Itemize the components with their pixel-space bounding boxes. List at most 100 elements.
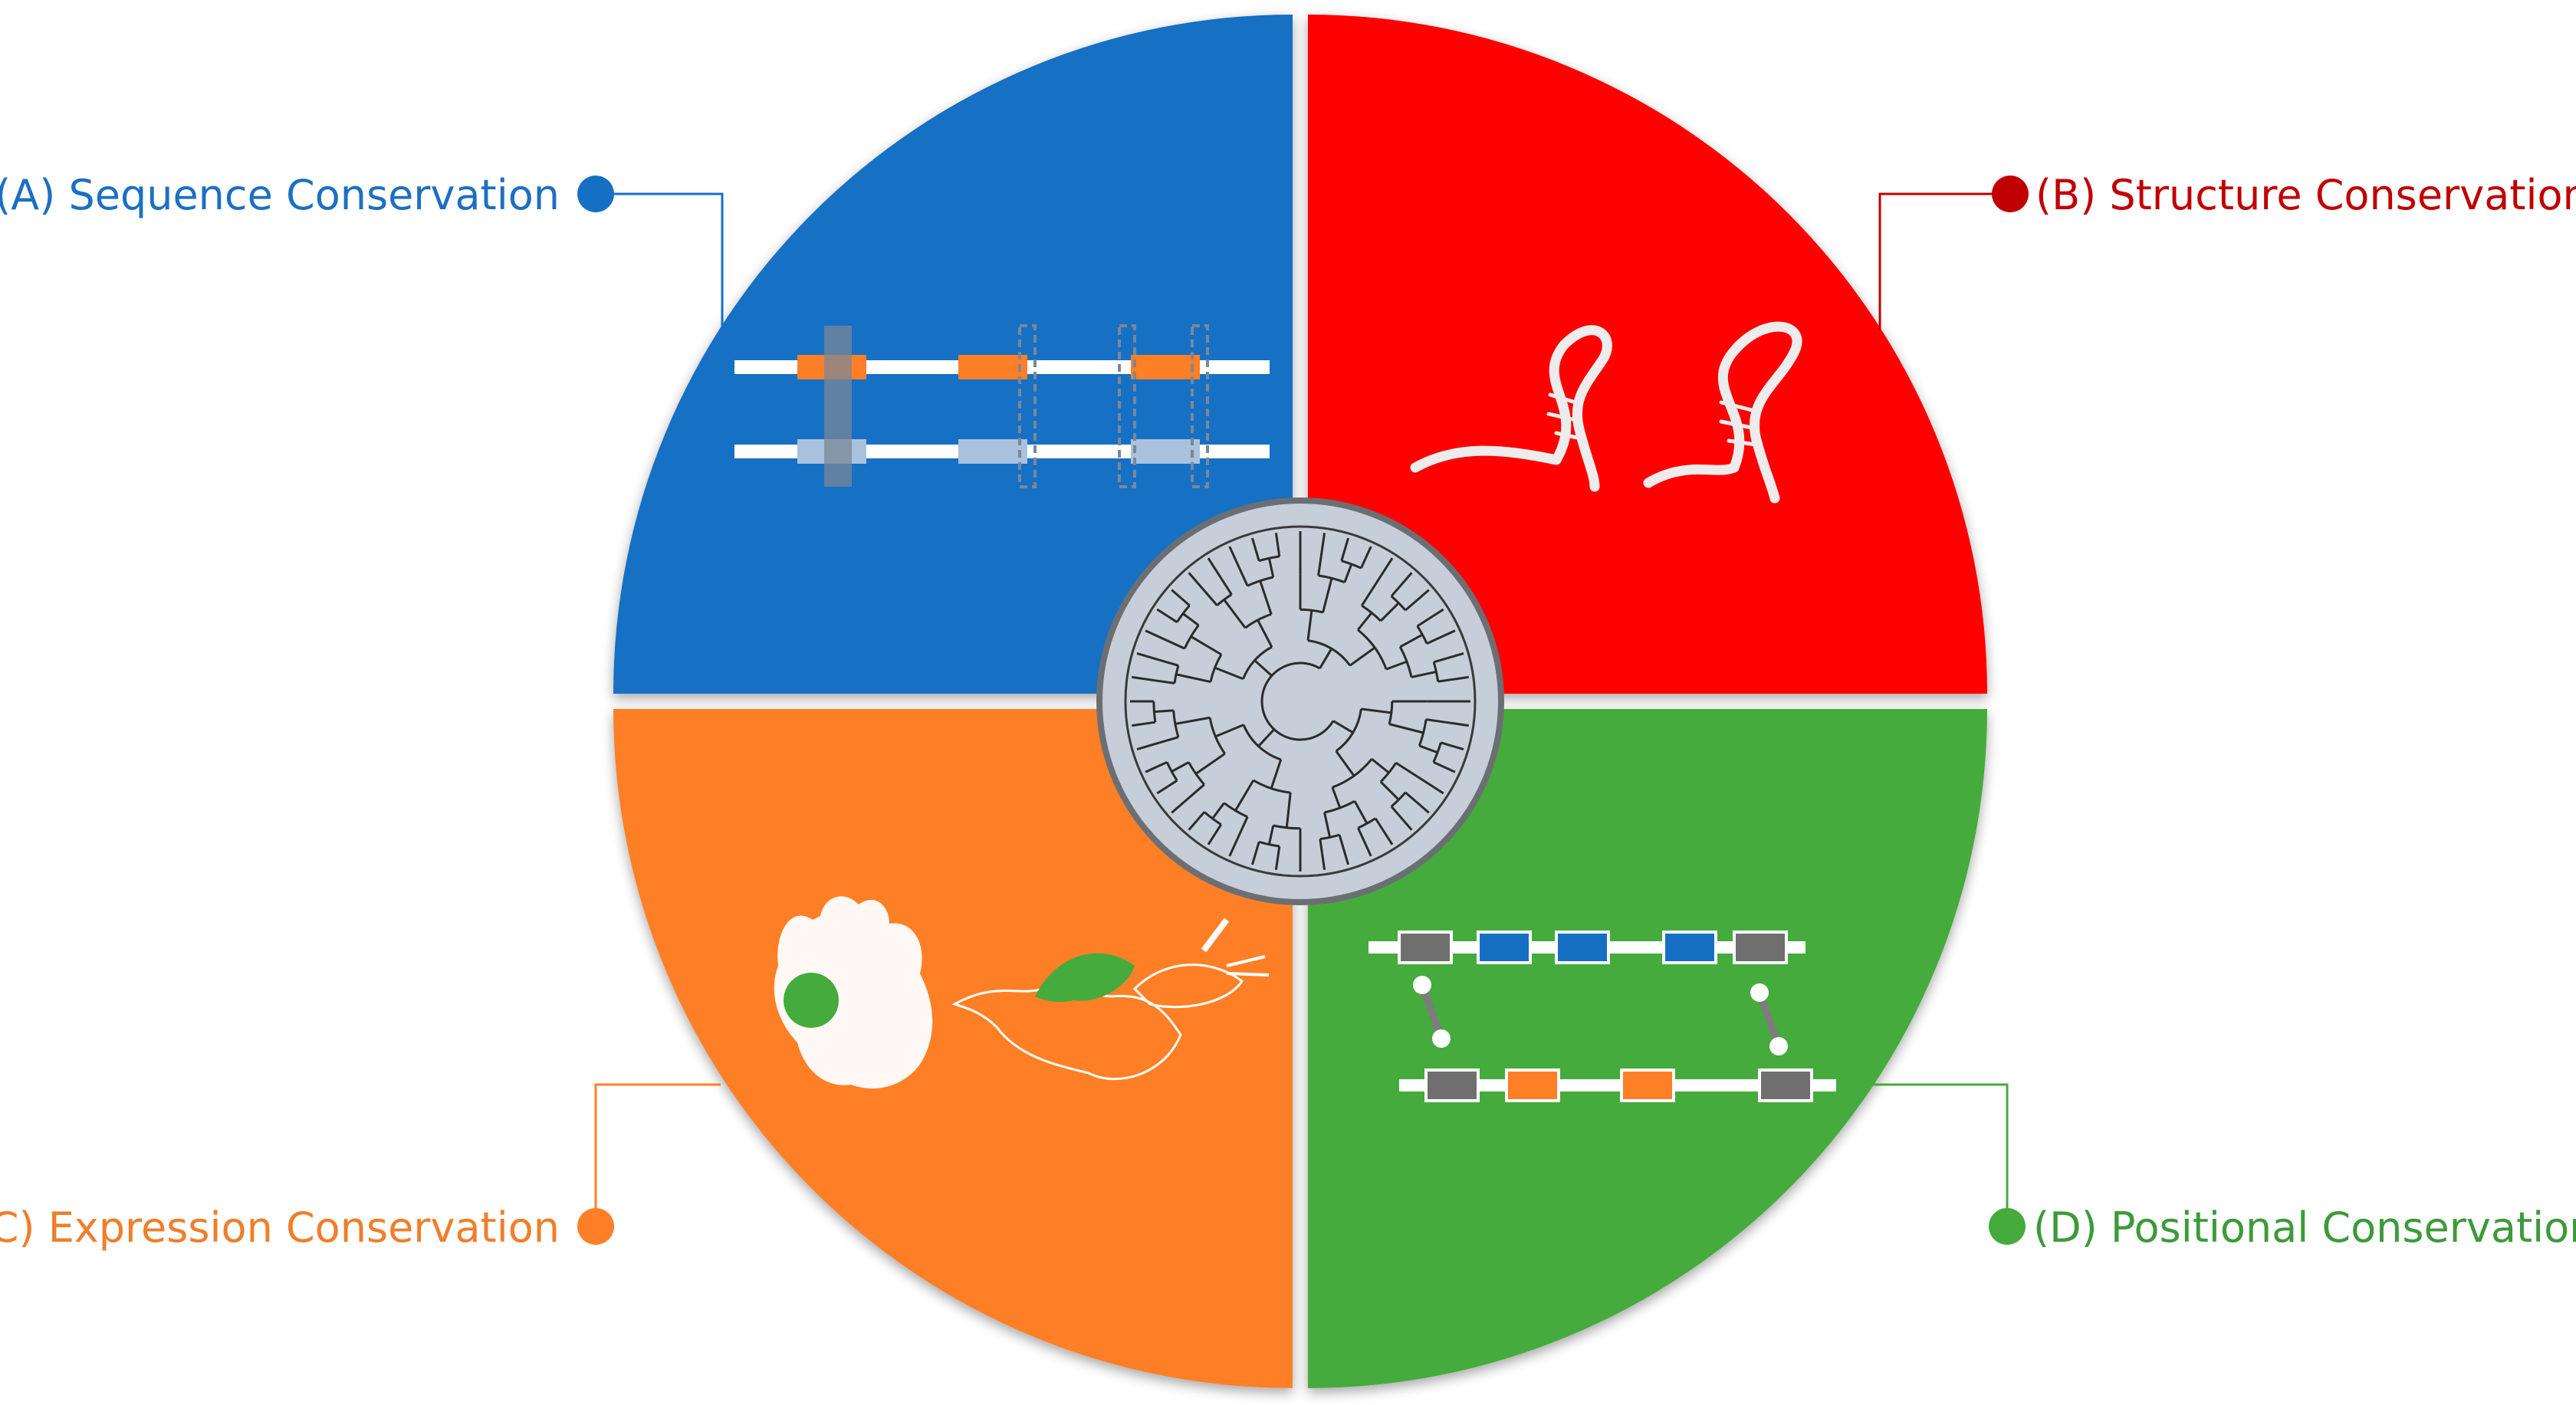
tree-branch: [1267, 557, 1275, 578]
tree-branch: [1362, 840, 1372, 857]
tree-arc: [1253, 779, 1291, 794]
tree-branch: [1154, 709, 1174, 714]
quadrant-d-positional: [1308, 709, 1987, 1388]
tree-branch: [1379, 780, 1400, 801]
tree-branch: [1259, 580, 1273, 615]
tree-branch: [1425, 718, 1446, 724]
tree-branch: [1439, 629, 1456, 639]
tree-arc: [1242, 645, 1273, 680]
tree-branch: [1238, 567, 1249, 586]
tree-branch: [1323, 812, 1332, 838]
tree-branch: [1207, 557, 1222, 579]
tree-branch: [1145, 765, 1158, 773]
tree-arc: [1418, 719, 1428, 747]
tree-branch: [1395, 761, 1418, 778]
tree-branch: [1442, 765, 1456, 773]
tree-branch: [1306, 609, 1313, 641]
tree-branch: [1155, 679, 1175, 684]
tree-branch: [1214, 823, 1222, 835]
tree-branch: [1342, 848, 1349, 865]
tree-branch: [1188, 819, 1198, 831]
tree-branch: [1276, 545, 1281, 557]
tree-arc: [1165, 761, 1178, 782]
tree-arc: [1319, 833, 1340, 841]
tree-branch: [1194, 753, 1226, 775]
tree-branch: [1132, 722, 1145, 727]
rna-hairpin-structures-icon: [1410, 321, 1802, 504]
tree-arc: [1357, 629, 1388, 670]
label-c-dot: [577, 1208, 614, 1245]
tree-branch: [1188, 572, 1206, 592]
tree-branch: [1188, 783, 1205, 799]
tree-branch: [1211, 802, 1225, 819]
tree-branch: [1156, 785, 1169, 795]
tree-branch: [1364, 546, 1372, 560]
tree-arc: [1300, 608, 1323, 614]
tree-branch: [1340, 550, 1346, 562]
tree-branch: [1145, 629, 1168, 642]
tree-branch: [1371, 757, 1390, 774]
tree-branch: [1335, 750, 1355, 777]
tree-branch: [1238, 816, 1249, 835]
tree-arc: [1361, 604, 1382, 622]
tree-branches: [1130, 531, 1470, 872]
tree-branch: [1428, 608, 1444, 620]
tree-branch: [1223, 599, 1247, 629]
tree-arc: [1379, 762, 1398, 783]
tree-branch: [1382, 829, 1394, 845]
tree-arc: [1260, 661, 1335, 741]
tree-branch: [1451, 675, 1469, 681]
label-c: (C) Expression Conservation: [0, 1203, 560, 1252]
tree-arc: [1432, 661, 1440, 682]
tree-branch: [1159, 658, 1179, 667]
hub-circle: [1096, 497, 1504, 905]
tree-branch: [1254, 659, 1273, 677]
tree-branch: [1440, 741, 1452, 747]
tree-arc: [1390, 595, 1407, 612]
heart-and-mouse-brain-icon: [774, 896, 1270, 1089]
aligned-sequences-icon: [734, 324, 1270, 488]
label-a: (A) Sequence Conservation: [0, 171, 560, 219]
tree-branch: [1385, 660, 1408, 671]
tree-branch: [1234, 780, 1255, 812]
tree-arc: [1208, 717, 1226, 755]
synteny-gene-order-icon: [1368, 931, 1836, 1102]
tree-branch: [1190, 635, 1222, 656]
tree-branch: [1317, 556, 1322, 576]
label-b: (B) Structure Conservation: [2036, 171, 2576, 219]
tree-branch: [1374, 557, 1394, 586]
tree-branch: [1254, 841, 1260, 853]
tree-branch: [1196, 811, 1206, 821]
tree-branch: [1357, 827, 1365, 842]
tree-branch: [1390, 585, 1401, 597]
tree-branch: [1285, 792, 1292, 828]
tree-arc: [1258, 555, 1280, 563]
tree-branch: [1426, 636, 1441, 645]
tree-branch: [1257, 619, 1273, 648]
tree-branch: [1267, 825, 1275, 845]
tree-branch: [1331, 786, 1342, 809]
tree-branch: [1322, 578, 1333, 613]
tree-branch: [1343, 537, 1349, 551]
circular-phylogenetic-tree-icon: [1096, 497, 1504, 905]
tree-branch: [1447, 652, 1464, 660]
quadrant-b-structure: [1308, 15, 1987, 694]
tree-branch: [1319, 648, 1333, 669]
tree-branch: [1399, 633, 1424, 648]
tree-branch: [1159, 736, 1179, 744]
tree-branch: [1338, 834, 1345, 849]
quadrant-a-sequence: [613, 15, 1293, 694]
label-d-dot: [1989, 1208, 2026, 1245]
tree-branch: [1171, 589, 1183, 599]
tree-branch: [1414, 800, 1430, 814]
tree-branch: [1418, 744, 1438, 754]
tree-branch: [1251, 852, 1257, 865]
tree-arc: [1432, 742, 1442, 763]
tree-branch: [1444, 721, 1469, 727]
tree-branch: [1319, 533, 1326, 557]
tree-branch: [1175, 716, 1211, 725]
tree-branch: [1254, 550, 1260, 562]
quadrants: [613, 15, 1987, 1388]
tree-arc: [1273, 824, 1301, 830]
tree-branch: [1214, 724, 1244, 738]
